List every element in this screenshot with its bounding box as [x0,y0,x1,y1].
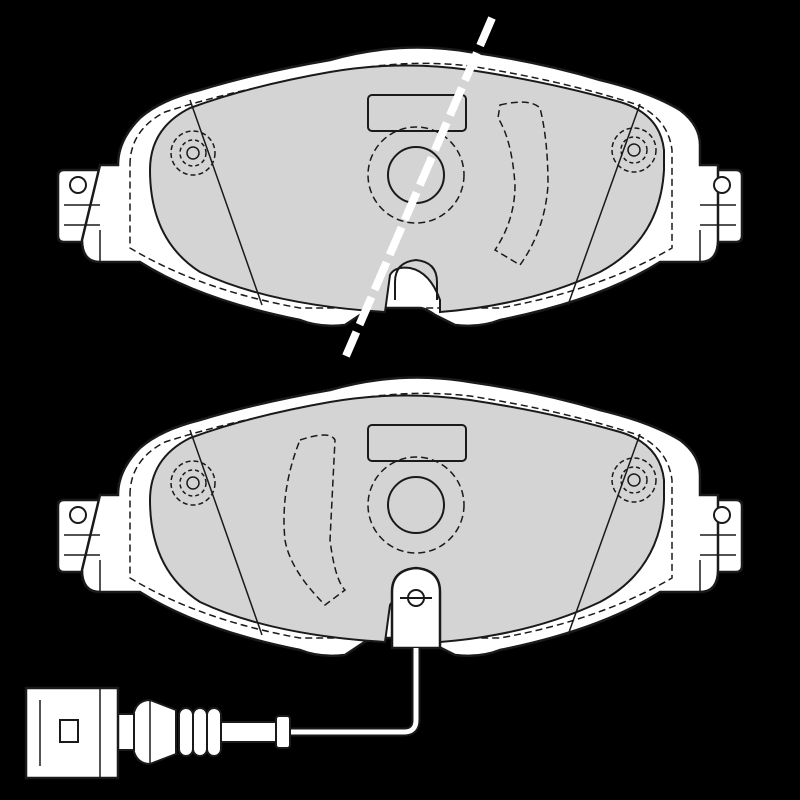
cable-grommet-ring-1 [178,707,194,757]
pin-marker-outer-1 [170,130,216,176]
piston-marker-dashed [367,126,465,224]
strike-line [342,16,496,358]
pin-marker-inner-2 [620,466,648,494]
friction-material [148,64,665,314]
cable-end-cap [275,715,291,749]
friction-material [148,394,665,644]
right-ear-detail [699,534,736,592]
pin-marker-inner-2 [620,136,648,164]
pin-marker-center-2 [627,143,641,157]
strike-through-line [342,16,496,358]
left-ear-detail [64,204,101,262]
pin-marker-center-1 [186,146,200,160]
lower-brake-pad-with-wear-sensor [56,376,744,658]
connector-boot [128,698,177,766]
pin-marker-center-2 [627,473,641,487]
chamfer-line-right [567,103,641,306]
wear-slot [283,434,347,606]
pin-marker-inner-1 [179,469,207,497]
center-notch [394,258,438,300]
left-ear-hole [69,176,87,194]
label-plate [367,94,467,132]
electrical-connector-icon [24,686,120,780]
right-ear-hole [713,506,731,524]
connector-collar [117,713,135,751]
right-ear-hole [713,176,731,194]
pin-marker-outer-2 [611,457,657,503]
left-ear-detail [64,534,101,592]
piston-marker [387,476,445,534]
piston-marker-dashed [367,456,465,554]
sensor-cable [290,648,419,735]
wear-sensor-cable [24,566,442,780]
chamfer-line-left [189,99,263,306]
label-plate [367,424,467,462]
right-ear-detail [699,204,736,262]
connector-latch [59,719,79,743]
pin-marker-inner-1 [179,139,207,167]
chamfer-line-right [567,433,641,636]
wear-sensor-icon [390,566,442,650]
pin-marker-center-1 [186,476,200,490]
left-ear-hole [69,506,87,524]
pin-marker-outer-2 [611,127,657,173]
upper-brake-pad [56,46,744,328]
pin-marker-outer-1 [170,460,216,506]
cable-grommet-ring-3 [206,707,222,757]
chamfer-line-left [189,429,263,636]
cable-grommet-ring-2 [192,707,208,757]
